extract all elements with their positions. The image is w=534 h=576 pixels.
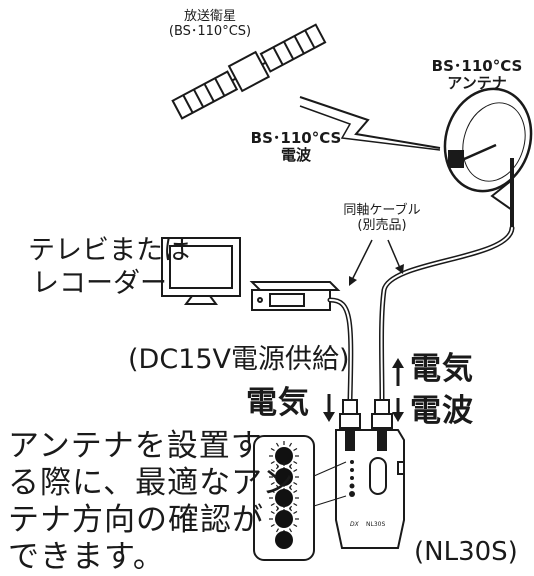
satellite-label: 放送衛星 (BS･110°CS) [150,9,270,40]
antenna-label-line2: アンテナ [447,74,507,93]
led-glow-ray [270,481,275,486]
description-line3: テナ方向の確認が [8,502,264,538]
led-glow-ray [293,489,298,494]
wave-label: 電波 [410,393,474,429]
led-glow-ray [293,447,298,452]
satellite-label-line1: 放送衛星 [183,9,236,24]
checker-device [335,429,405,549]
recorder-icon [249,281,341,311]
led-glow-ray [275,528,280,533]
led-glow-ray [275,505,280,510]
power-up-label: 電気 [410,351,474,387]
led-glow-ray [293,481,298,486]
tv-recorder-label: テレビまたは レコーダー [28,234,190,300]
indicator-leds [269,441,299,549]
coaxial-cables [327,225,515,403]
power-supply-label: (DC15V電源供給) [128,344,350,375]
satellite-icon [171,23,327,120]
power-down-arrow [323,394,335,422]
led-glow-ray [293,510,298,515]
cable-label-line1: 同軸ケーブル [343,203,421,218]
led-glow-ray [293,523,298,528]
tv-icon [161,237,241,305]
cable-label-line2: (別売品) [357,217,407,233]
device-brand-mark: DX [350,521,359,528]
indicator-led [275,531,293,549]
led-glow-ray [288,505,293,510]
indicator-led [275,468,293,486]
led-glow-ray [293,502,298,507]
device-leds [349,460,355,497]
led-glow-ray [288,528,293,533]
led-glow-ray [288,463,293,468]
device-model-mark: NL30S [366,521,386,528]
description-line2: る際に、最適なアン [8,465,294,501]
indicator-led [275,489,293,507]
led-glow-ray [270,468,275,473]
tv-label-line1: テレビまたは [28,235,190,266]
led-glow-ray [288,484,293,489]
signal-label: BS･110°CS 電波 [246,129,346,165]
antenna-label: BS･110°CS アンテナ [424,57,530,93]
description-line4: できます。 [8,539,165,575]
satellite-label-line2: (BS･110°CS) [168,23,252,39]
wave-down-arrow [392,398,404,422]
power-up-arrow [392,358,404,386]
led-glow-ray [270,489,275,494]
led-glow-ray [275,484,280,489]
led-glow-ray [275,463,280,468]
f-connectors [339,399,393,429]
tv-label-line2: レコーダー [32,268,167,299]
led-glow-ray [275,442,280,447]
led-glow-ray [270,447,275,452]
signal-bolt [299,96,441,149]
led-glow-ray [270,502,275,507]
led-glow-ray [270,460,275,465]
led-glow-ray [288,442,293,447]
led-glow-ray [270,510,275,515]
description-text: アンテナを設置す る際に、最適なアン テナ方向の確認が できます。 [8,428,294,576]
indicator-led [275,510,293,528]
power-down-label: 電気 [246,385,310,421]
description-line1: アンテナを設置す [8,428,263,464]
led-glow-ray [270,523,275,528]
led-glow-ray [293,460,298,465]
signal-label-line2: 電波 [280,146,311,165]
indicator-led [275,447,293,465]
signal-label-line1: BS･110°CS [250,129,342,147]
cable-label: 同軸ケーブル (別売品) [322,203,442,234]
model-label: (NL30S) [414,537,518,567]
antenna-label-line1: BS･110°CS [431,57,523,75]
dish-antenna-icon [443,87,533,230]
led-glow-ray [293,468,298,473]
